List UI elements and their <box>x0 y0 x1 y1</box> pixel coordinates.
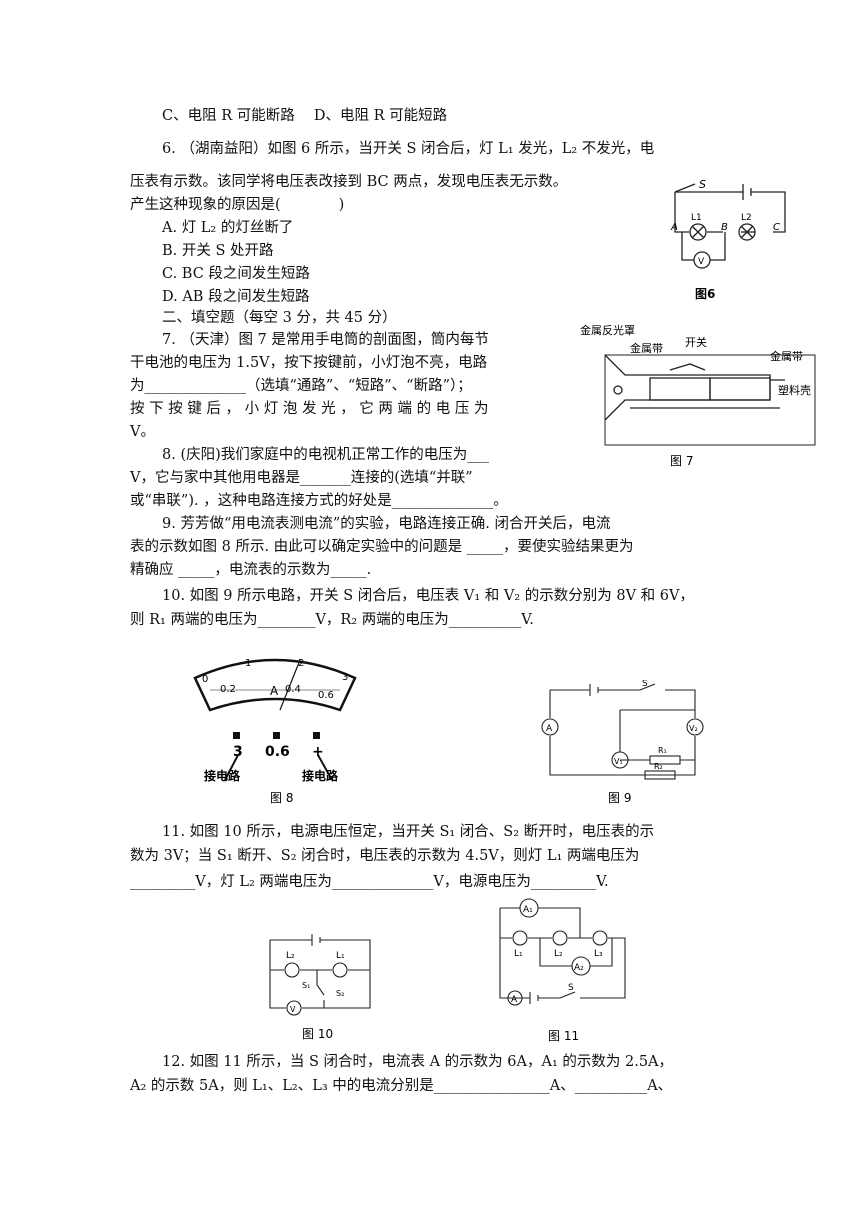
fig10-label-l2: L₂ <box>286 951 295 961</box>
option-line-c-d: C、电阻 R 可能断路 D、电阻 R 可能短路 <box>162 108 448 124</box>
section-2-heading: 二、填空题（每空 3 分，共 45 分） <box>162 310 397 326</box>
fig8-terminal-3 <box>233 732 240 739</box>
q9-line3: 精确应 _____，电流表的示数为_____. <box>130 562 372 578</box>
fig9-label-r1: R₁ <box>658 746 667 755</box>
figure-6-caption: 图6 <box>695 287 715 301</box>
fig8-tick-2: 2 <box>298 658 304 669</box>
q7-line2: 干电池的电压为 1.5V，按下按键前，小灯泡不亮，电路 <box>130 355 488 371</box>
fig8-tick-3: 3 <box>342 672 348 683</box>
figure-7-flashlight: 金属反光罩 金属带 开关 金属带 塑料壳 图 7 <box>580 323 816 468</box>
fig11-label-l1: L₁ <box>514 949 523 959</box>
fig8-terminal-06 <box>273 732 280 739</box>
fig8-unit: A <box>270 684 279 698</box>
q7-line3: 为______________（选填“通路”、“短路”、“断路”）； <box>130 378 472 394</box>
fig7-label-reflector: 金属反光罩 <box>580 323 635 337</box>
fig8-term-label-06: 0.6 <box>265 744 290 760</box>
figure-9-circuit: S A V₂ V₁ R₁ R₂ 图 9 <box>541 680 704 805</box>
q6-line1: 6. （湖南益阳）如图 6 所示，当开关 S 闭合后，灯 L₁ 发光，L₂ 不发… <box>162 141 655 157</box>
fig7-label-shell: 塑料壳 <box>778 383 811 397</box>
figure-10-circuit: L₂ L₁ S₁ S₂ V 图 10 <box>269 934 371 1041</box>
q10-line1: 10. 如图 9 所示电路，开关 S 闭合后，电压表 V₁ 和 V₂ 的示数分别… <box>162 588 694 604</box>
fig8-tick-04: 0.4 <box>285 684 301 695</box>
figure-8-ammeter: 0 1 2 3 0.2 0.4 0.6 A 3 0.6 + 接电路 接电路 图 … <box>193 658 357 805</box>
q12-line1: 12. 如图 11 所示，当 S 闭合时，电流表 A 的示数为 6A，A₁ 的示… <box>162 1054 674 1070</box>
fig8-tick-1: 1 <box>245 658 251 669</box>
fig6-label-c: C <box>773 222 780 233</box>
fig8-tick-02: 0.2 <box>220 684 236 695</box>
q10-line2: 则 R₁ 两端的电压为________V，R₂ 两端的电压为__________… <box>130 612 534 628</box>
figure-6-circuit: S A B C L1 L2 V 图6 <box>670 180 786 301</box>
fig6-label-l2: L2 <box>741 213 752 223</box>
fig10-label-v: V <box>290 1005 296 1014</box>
fig9-label-s: S <box>642 680 648 689</box>
fig6-label-l1: L1 <box>691 213 702 223</box>
fig8-tick-06: 0.6 <box>318 690 334 701</box>
fig7-label-switch: 开关 <box>685 335 707 349</box>
q9-line1: 9. 芳芳做“用电流表测电流”的实验，电路连接正确. 闭合开关后，电流 <box>162 516 611 532</box>
q6-option-c: C. BC 段之间发生短路 <box>162 266 310 282</box>
fig8-wire-left: 接电路 <box>204 768 241 783</box>
fig8-terminal-plus <box>313 732 320 739</box>
fig11-label-s: S <box>568 983 574 993</box>
q8-line3: 或“串联”). ，这种电路连接方式的好处是______________。 <box>130 493 508 509</box>
fig6-label-b: B <box>721 222 728 233</box>
q9-line2: 表的示数如图 8 所示. 由此可以确定实验中的问题是 _____，要使实验结果更… <box>130 539 634 555</box>
q6-line3: 产生这种现象的原因是( ) <box>130 197 345 213</box>
fig6-label-a: A <box>670 222 678 233</box>
q11-line2: 数为 3V；当 S₁ 断开、S₂ 闭合时，电压表的示数为 4.5V，则灯 L₁ … <box>130 848 640 864</box>
figure-11-caption: 图 11 <box>548 1029 579 1043</box>
q6-line2: 压表有示数。该同学将电压表改接到 BC 两点，发现电压表无示数。 <box>130 174 568 190</box>
q6-option-d: D. AB 段之间发生短路 <box>162 289 310 305</box>
q7-line1: 7. （天津）图 7 是常用手电筒的剖面图，筒内每节 <box>162 332 489 348</box>
q6-option-b: B. 开关 S 处开路 <box>162 243 274 259</box>
q8-line1: 8. (庆阳)我们家庭中的电视机正常工作的电压为___ <box>162 447 490 463</box>
fig9-label-v2: V₂ <box>689 724 698 733</box>
figure-10-caption: 图 10 <box>302 1027 333 1041</box>
q11-line3: _________V，灯 L₂ 两端电压为______________V，电源电… <box>130 874 609 890</box>
fig6-label-v: V <box>698 257 705 267</box>
fig8-tick-0: 0 <box>202 674 208 685</box>
figure-9-caption: 图 9 <box>608 791 631 805</box>
q6-option-a: A. 灯 L₂ 的灯丝断了 <box>162 220 294 236</box>
q12-line2: A₂ 的示数 5A，则 L₁、L₂、L₃ 中的电流分别是____________… <box>130 1078 673 1094</box>
fig10-label-s1: S₁ <box>302 981 310 990</box>
fig11-label-a2: A₂ <box>574 963 584 973</box>
q7-line4: 按 下 按 键 后 ， 小 灯 泡 发 光 ， 它 两 端 的 电 压 为 <box>130 401 489 417</box>
fig11-label-a1: A₁ <box>523 905 533 915</box>
fig6-label-s: S <box>699 180 706 191</box>
fig10-label-s2: S₂ <box>336 989 344 998</box>
q8-line2: V，它与家中其他用电器是_______连接的(选填“并联” <box>130 470 473 486</box>
fig8-term-label-3: 3 <box>233 744 243 760</box>
fig9-label-a: A <box>546 724 553 734</box>
fig7-label-strip2: 金属带 <box>770 349 803 363</box>
fig11-label-l3: L₃ <box>594 949 603 959</box>
fig11-label-l2: L₂ <box>554 949 563 959</box>
figure-7-caption: 图 7 <box>670 454 693 468</box>
fig8-wire-right: 接电路 <box>302 768 339 783</box>
figure-11-circuit: A₁ A₂ A L₁ L₂ L₃ S 图 11 <box>499 898 626 1043</box>
fig11-label-a: A <box>511 995 518 1005</box>
fig9-label-v1: V₁ <box>614 757 623 766</box>
fig9-label-r2: R₂ <box>654 762 663 771</box>
figure-8-caption: 图 8 <box>270 791 293 805</box>
fig7-label-strip1: 金属带 <box>630 341 663 355</box>
fig8-term-label-plus: + <box>312 744 324 760</box>
fig10-label-l1: L₁ <box>336 951 345 961</box>
q11-line1: 11. 如图 10 所示，电源电压恒定，当开关 S₁ 闭合、S₂ 断开时，电压表… <box>162 824 655 840</box>
q7-line5: V。 <box>130 424 155 440</box>
